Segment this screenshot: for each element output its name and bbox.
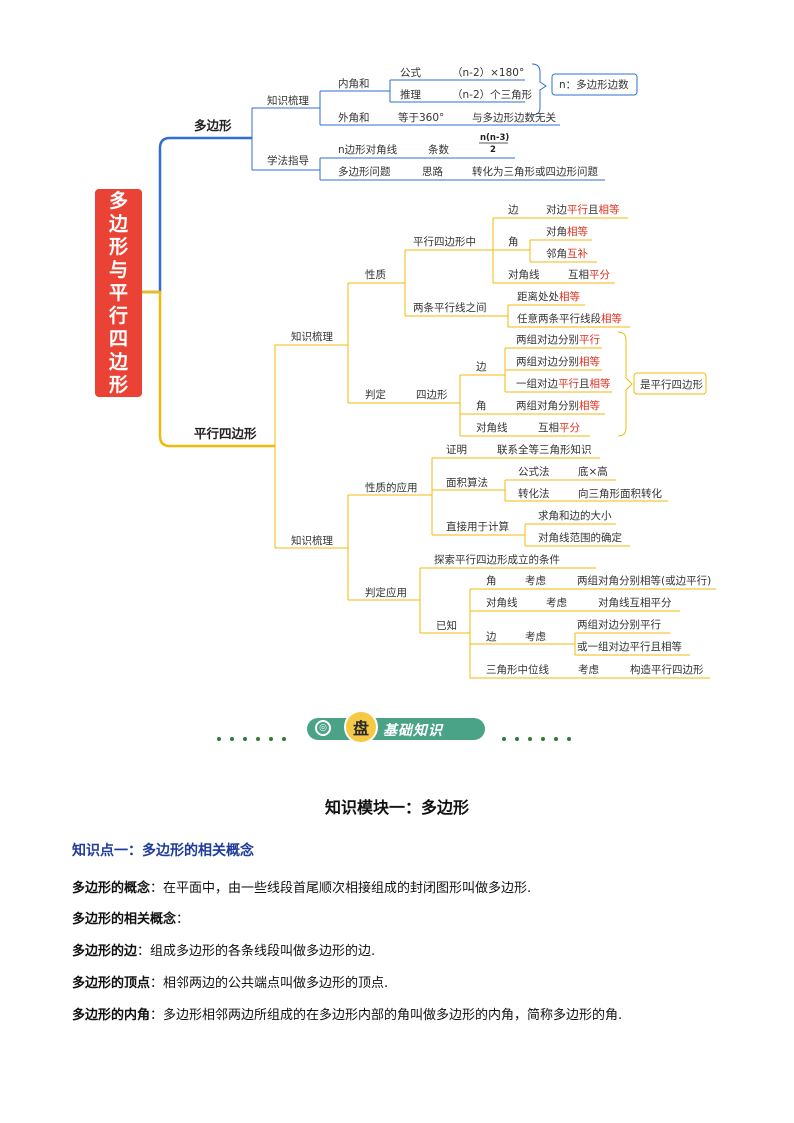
- distance-equal: 距离处处相等: [517, 290, 580, 303]
- proof-label: 证明: [446, 444, 467, 456]
- judge-angle-label: 角: [476, 400, 487, 412]
- note-box: [551, 73, 638, 96]
- pgram-label: 平行四边形: [194, 426, 257, 441]
- method-guide: 学法指导: [267, 154, 309, 167]
- known-label: 已知: [436, 619, 457, 632]
- known-consider-1: 考虑: [525, 575, 546, 587]
- count-formula-numerator: n(n-3): [480, 133, 509, 143]
- area-convert-label: 转化法: [518, 487, 550, 500]
- banner-dots-left: [217, 737, 286, 741]
- exterior-note: 与多边形边数无关: [472, 111, 556, 124]
- known-side-2: 或一组对边平行且相等: [577, 640, 682, 653]
- known-side-1: 两组对边分别平行: [577, 618, 661, 631]
- known-angle: 角: [486, 575, 497, 587]
- direct-label: 直接用于计算: [446, 520, 509, 533]
- explore-label: 探索平行四边形成立的条件: [434, 553, 560, 566]
- segment-equal: 任意两条平行线段相等: [517, 312, 622, 325]
- direct-item-2: 对角线范围的确定: [538, 531, 622, 544]
- area-convert-value: 向三角形面积转化: [578, 487, 662, 500]
- polygon-problem: 多边形问题: [338, 165, 391, 178]
- paragraph-vertex: 多边形的顶点：相邻两边的公共端点叫做多边形的顶点.: [72, 976, 389, 991]
- known-diagonal-value: 对角线互相平分: [598, 596, 672, 609]
- diagonal-label: 对角线: [508, 268, 540, 281]
- area-formula-label: 公式法: [518, 465, 550, 478]
- proof-value: 联系全等三角形知识: [497, 443, 592, 456]
- bisect-value: 互相平分: [568, 268, 610, 281]
- root-title: 多边形与平行四边形: [108, 189, 128, 396]
- is-pgram-text: 是平行四边形: [640, 378, 703, 391]
- reasoning-value: （n-2）个三角形: [452, 89, 533, 101]
- count-label: 条数: [428, 143, 449, 156]
- side-value: 对边平行且相等: [546, 203, 620, 216]
- section-title: 知识模块一：多边形: [324, 798, 469, 817]
- paragraph-interior-angle: 多边形的内角：多边形相邻两边所组成的在多边形内部的角叫做多边形的内角，简称多边形…: [72, 1008, 623, 1023]
- judge-rule-5: 互相平分: [538, 421, 580, 434]
- banner-label: 基础知识: [383, 723, 443, 739]
- pgram-knowledge-2: 知识梳理: [291, 534, 333, 547]
- side-label: 边: [508, 204, 519, 216]
- judge-app-label: 判定应用: [365, 586, 407, 599]
- judge-rule-1: 两组对边分别平行: [516, 333, 600, 346]
- banner-dots-right: [502, 737, 571, 741]
- area-formula-value: 底×高: [578, 465, 608, 478]
- banner-badge: 盘: [344, 710, 378, 744]
- adjacent-angle: 邻角互补: [546, 247, 588, 260]
- in-pgram-label: 平行四边形中: [413, 235, 476, 248]
- formula-value: （n-2）×180°: [452, 67, 524, 79]
- exterior-value: 等于360°: [398, 111, 444, 124]
- opposite-angle: 对角相等: [546, 225, 588, 238]
- judge-rule-2: 两组对边分别相等: [516, 355, 600, 368]
- pgram-knowledge-1: 知识梳理: [291, 330, 333, 343]
- known-angle-value: 两组对角分别相等(或边平行): [577, 574, 711, 587]
- is-pgram-box: [633, 372, 707, 395]
- target-icon: ◎: [315, 720, 331, 736]
- known-consider-2: 考虑: [546, 597, 567, 609]
- area-label: 面积算法: [446, 476, 488, 489]
- judge-rule-4: 两组对角分别相等: [516, 399, 600, 412]
- known-midline-value: 构造平行四边形: [630, 663, 704, 676]
- property-label: 性质: [365, 268, 386, 281]
- interior-sum: 内角和: [338, 77, 370, 90]
- known-diagonal: 对角线: [486, 596, 518, 609]
- polygon-knowledge: 知识梳理: [267, 94, 309, 107]
- judge-diagonal-label: 对角线: [476, 421, 508, 434]
- known-midline: 三角形中位线: [486, 663, 549, 676]
- direct-item-1: 求角和边的大小: [538, 509, 612, 522]
- quad-label: 四边形: [416, 389, 448, 401]
- count-formula-denominator: 2: [490, 145, 496, 155]
- judge-rule-3: 一组对边平行且相等: [516, 377, 611, 390]
- reasoning-label: 推理: [400, 88, 421, 101]
- known-consider-4: 考虑: [578, 664, 599, 676]
- polygon-label: 多边形: [194, 118, 232, 133]
- judge-label: 判定: [365, 388, 386, 401]
- between-lines-label: 两条平行线之间: [413, 301, 487, 314]
- root-node: 多边形与平行四边形: [95, 189, 142, 397]
- known-side: 边: [486, 631, 497, 643]
- mind-map: 多边形 知识梳理 内角和 公式 （n-2）×180° 推理 （n-2）个三角形 …: [142, 63, 716, 679]
- application-label: 性质的应用: [365, 481, 418, 494]
- paragraph-concept: 多边形的概念：在平面中，由一些线段首尾顺次相接组成的封闭图形叫做多边形.: [72, 881, 532, 896]
- note-text: n：多边形边数: [559, 78, 629, 91]
- point-title: 知识点一：多边形的相关概念: [72, 843, 254, 859]
- paragraph-side: 多边形的边：组成多边形的各条线段叫做多边形的边.: [72, 944, 376, 959]
- paragraph-related: 多边形的相关概念：: [72, 912, 190, 927]
- idea-label: 思路: [422, 165, 443, 178]
- formula-label: 公式: [400, 66, 421, 79]
- idea-value: 转化为三角形或四边形问题: [472, 165, 598, 178]
- angle-label: 角: [508, 236, 519, 248]
- known-consider-3: 考虑: [525, 631, 546, 643]
- judge-side-label: 边: [476, 361, 487, 373]
- diagonals-label: n边形对角线: [338, 143, 398, 156]
- exterior-sum: 外角和: [338, 112, 370, 124]
- banner: ◎ 盘 基础知识: [215, 710, 580, 748]
